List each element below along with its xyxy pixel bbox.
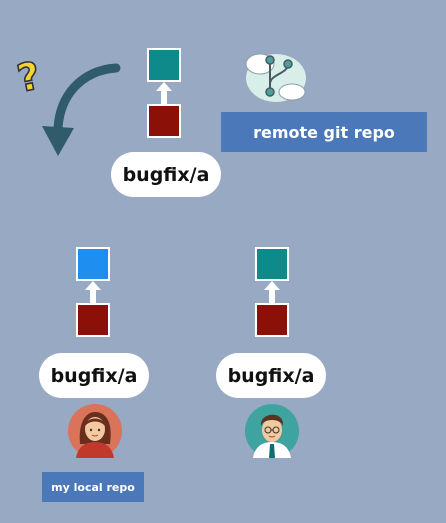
other-commit-top <box>255 247 289 281</box>
curved-arrow-icon <box>28 60 128 160</box>
local-repo-label: my local repo <box>42 472 144 502</box>
remote-commit-base <box>147 104 181 138</box>
local-branch-label: bugfix/a <box>39 353 149 398</box>
local-commit-arrow <box>85 281 101 303</box>
remote-branch-label: bugfix/a <box>111 152 221 197</box>
other-commit-arrow <box>264 281 280 303</box>
question-mark-icon: ? <box>12 52 46 101</box>
remote-repo-label: remote git repo <box>221 112 427 152</box>
other-branch-label: bugfix/a <box>216 353 326 398</box>
male-avatar-icon <box>245 404 299 458</box>
local-commit-top <box>76 247 110 281</box>
cloud-git-icon <box>240 44 310 106</box>
remote-commit-arrow <box>156 82 172 104</box>
remote-commit-top <box>147 48 181 82</box>
other-commit-base <box>255 303 289 337</box>
female-avatar-icon <box>68 404 122 458</box>
local-commit-base <box>76 303 110 337</box>
